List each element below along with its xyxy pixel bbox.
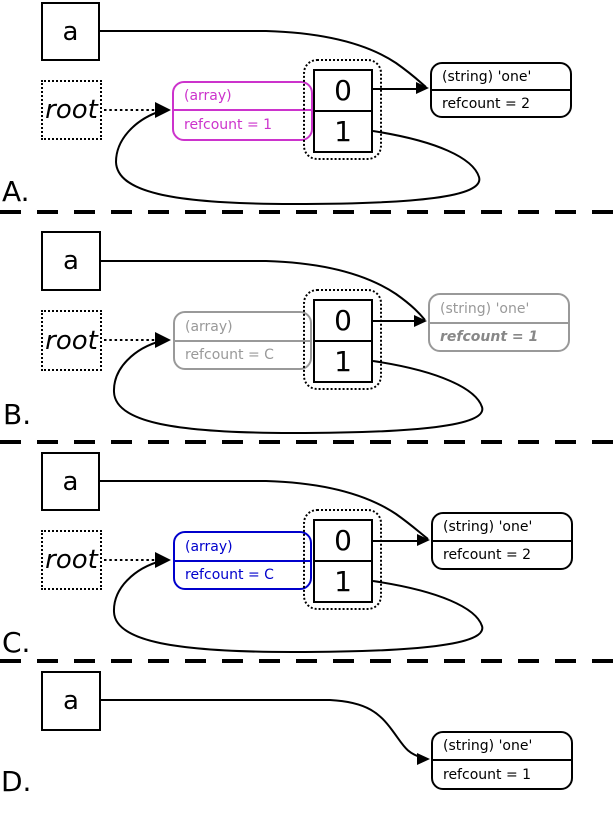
array-refcount-label: refcount = 1 [184, 117, 273, 133]
string-type-label: (string) 'one' [433, 514, 571, 542]
array-cell-1: 1 [315, 340, 371, 381]
string-refcount-label: refcount = 1 [440, 329, 539, 345]
string-type-label: (string) 'one' [430, 295, 568, 324]
array-arrowhead [155, 102, 171, 118]
string-refcount-label: refcount = 2 [443, 547, 532, 563]
string-zval-box: (string) 'one' refcount = 2 [431, 512, 573, 570]
array-zval-box: (array) refcount = 1 [172, 81, 313, 141]
string-arrowhead [416, 82, 429, 94]
variable-box: a [41, 671, 101, 731]
root-label: root [45, 325, 98, 356]
array-cells-box: 0 1 [313, 299, 373, 383]
array-zval-box: (array) refcount = C [173, 531, 312, 590]
array-type-label: (array) [175, 533, 310, 562]
array-cell-0: 0 [334, 524, 352, 557]
array-cells-box: 0 1 [313, 69, 373, 153]
panel-label: C. [2, 626, 31, 659]
root-box: root [41, 310, 102, 371]
variable-label: a [62, 16, 79, 47]
string-arrowhead [417, 753, 430, 765]
root-box: root [41, 80, 102, 140]
root-label: root [45, 545, 98, 575]
string-refcount-label: refcount = 2 [442, 95, 531, 112]
variable-label: a [63, 686, 79, 716]
array-arrowhead [155, 552, 171, 568]
array-cell-1: 1 [315, 110, 371, 151]
string-type-label: (string) 'one' [432, 64, 570, 91]
var-to-string-line [101, 699, 424, 759]
string-type-label: (string) 'one' [433, 733, 571, 761]
string-arrowhead [414, 315, 427, 327]
array-cells-box: 0 1 [313, 519, 373, 603]
variable-box: a [41, 2, 100, 61]
panel-label: B. [3, 398, 32, 431]
string-zval-box: (string) 'one' refcount = 1 [431, 731, 573, 790]
array-cell-0: 0 [334, 304, 352, 337]
variable-box: a [41, 452, 100, 511]
panel-label: D. [1, 765, 32, 798]
array-refcount-label: refcount = C [185, 347, 274, 363]
array-type-label: (array) [174, 83, 311, 111]
arrows-panel-d [101, 699, 430, 765]
array-cell-0: 0 [334, 74, 352, 107]
string-zval-box: (string) 'one' refcount = 2 [430, 62, 572, 118]
array-cell-1: 1 [315, 560, 371, 601]
array-arrowhead [155, 332, 171, 348]
variable-box: a [41, 231, 101, 291]
array-type-label: (array) [175, 313, 310, 342]
root-label: root [45, 95, 98, 125]
panel-label: A. [2, 175, 30, 208]
string-refcount-label: refcount = 1 [443, 766, 532, 783]
array-zval-box: (array) refcount = C [173, 311, 312, 370]
string-zval-box: (string) 'one' refcount = 1 [428, 293, 570, 352]
variable-label: a [62, 466, 79, 497]
root-box: root [41, 530, 102, 590]
array-refcount-label: refcount = C [185, 567, 274, 583]
string-arrowhead [417, 534, 430, 546]
variable-label: a [63, 246, 79, 276]
